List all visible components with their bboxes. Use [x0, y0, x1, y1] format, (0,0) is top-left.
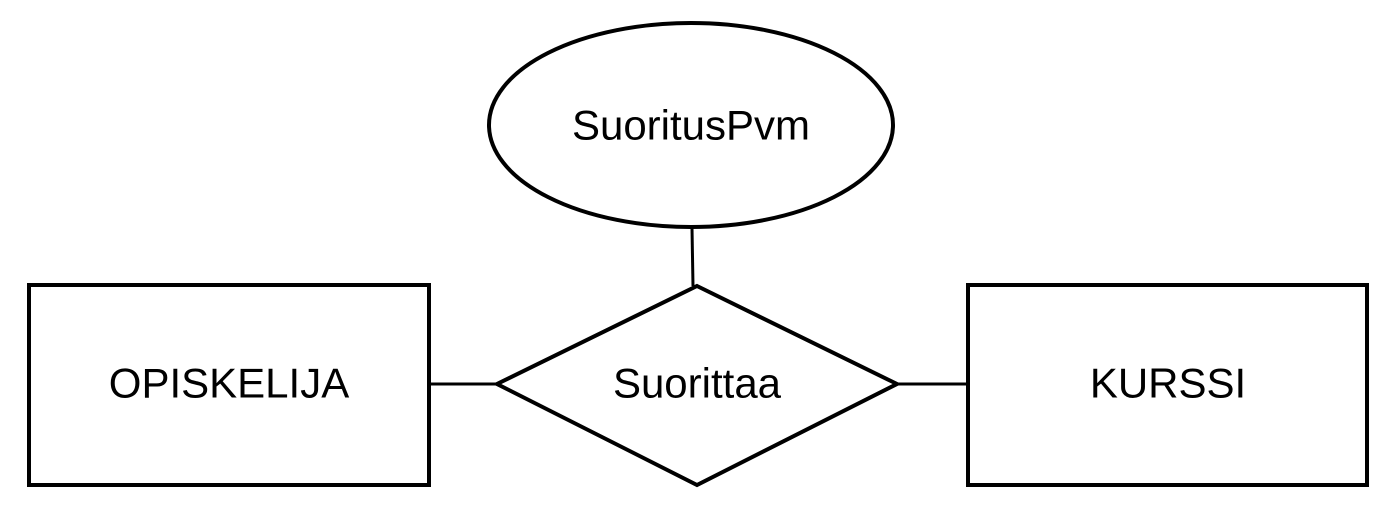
- entity-opiskelija[interactable]: OPISKELIJA: [27, 283, 431, 487]
- relationship-label: Suorittaa: [613, 360, 782, 407]
- attribute-suorituspvm[interactable]: SuoritusPvm: [487, 21, 895, 229]
- relationship-diamond: [492, 283, 902, 488]
- entity-label: OPISKELIJA: [109, 360, 349, 407]
- entity-kurssi[interactable]: KURSSI: [966, 283, 1369, 487]
- relationship-suorittaa[interactable]: Suorittaa: [492, 283, 902, 488]
- connector-suorituspvm-suorittaa: [690, 227, 695, 287]
- attribute-label: SuoritusPvm: [572, 102, 810, 149]
- entity-label: KURSSI: [1090, 360, 1246, 407]
- attribute-ellipse: [487, 21, 895, 229]
- entity-rectangle: [966, 283, 1369, 487]
- entity-rectangle: [27, 283, 431, 487]
